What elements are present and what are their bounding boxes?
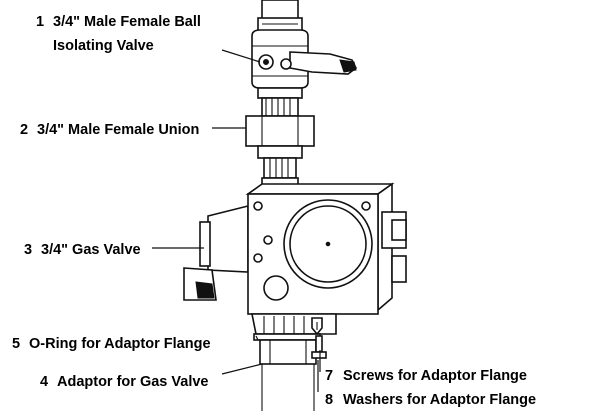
label-7-number: 7 [325,368,333,384]
label-5-number: 5 [12,336,20,352]
inlet-pipe [257,0,303,33]
ball-isolating-valve [251,29,358,99]
label-3-text: 3/4" Gas Valve [41,242,141,258]
label-4-number: 4 [40,374,48,390]
label-7-text: Screws for Adaptor Flange [343,368,527,384]
gas-valve-body [183,182,407,335]
label-5-text: O-Ring for Adaptor Flange [29,336,211,352]
label-1-line1: 3/4" Male Female Ball [53,14,201,30]
flange-screw-and-washer [311,317,327,359]
label-2-number: 2 [20,122,28,138]
male-female-union [245,97,315,191]
callout-labels: 1 3/4" Male Female Ball Isolating Valve … [12,14,536,408]
label-8-number: 8 [325,392,333,408]
label-1-number: 1 [36,14,44,30]
label-4-text: Adaptor for Gas Valve [57,374,209,390]
label-1-line2: Isolating Valve [53,38,154,54]
assembly-drawing [183,0,407,411]
adaptor-for-gas-valve [253,333,321,411]
leader-4 [221,363,263,375]
label-3-number: 3 [24,242,32,258]
leader-5 [255,335,259,341]
leader-lines [152,49,321,392]
label-8-text: Washers for Adaptor Flange [343,392,536,408]
leader-1 [221,49,261,63]
label-2-text: 3/4" Male Female Union [37,122,199,138]
